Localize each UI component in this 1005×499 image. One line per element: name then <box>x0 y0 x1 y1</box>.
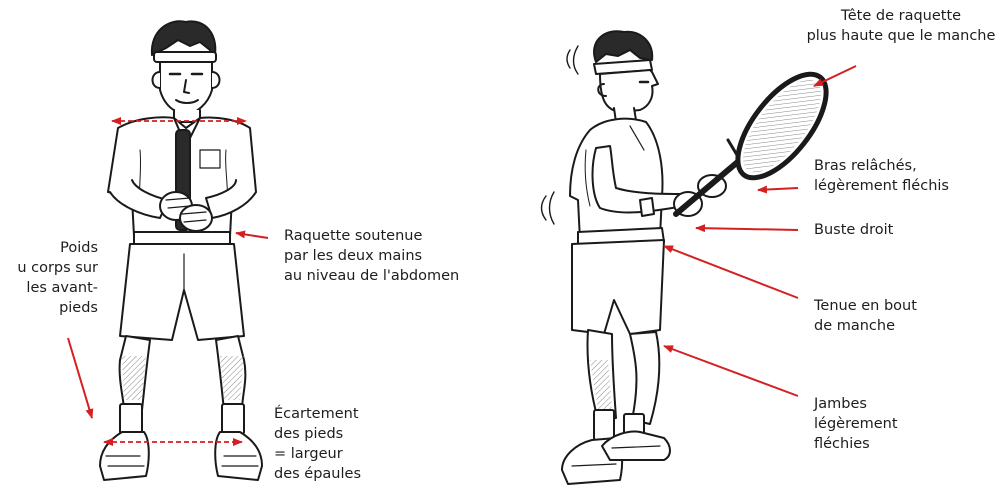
arrow-arms <box>758 188 798 190</box>
label-arms: Bras relâchés, légèrement fléchis <box>814 156 949 196</box>
label-legs: Jambes légèrement fléchies <box>814 394 898 454</box>
label-racket-held: Raquette soutenue par les deux mains au … <box>284 226 459 286</box>
front-player-figure <box>100 21 262 480</box>
arrow-weight <box>68 338 92 418</box>
arrow-racket-held <box>236 233 268 238</box>
arrow-legs <box>664 346 798 396</box>
label-torso: Buste droit <box>814 220 893 240</box>
label-grip: Tenue en bout de manche <box>814 296 917 336</box>
label-head-higher: Tête de raquette plus haute que le manch… <box>800 6 1002 46</box>
label-feet-spacing: Écartement des pieds = largeur des épaul… <box>274 404 361 484</box>
label-weight: Poids u corps sur les avant- pieds <box>14 238 98 318</box>
arrow-torso <box>696 228 798 230</box>
arrow-grip <box>664 246 798 298</box>
